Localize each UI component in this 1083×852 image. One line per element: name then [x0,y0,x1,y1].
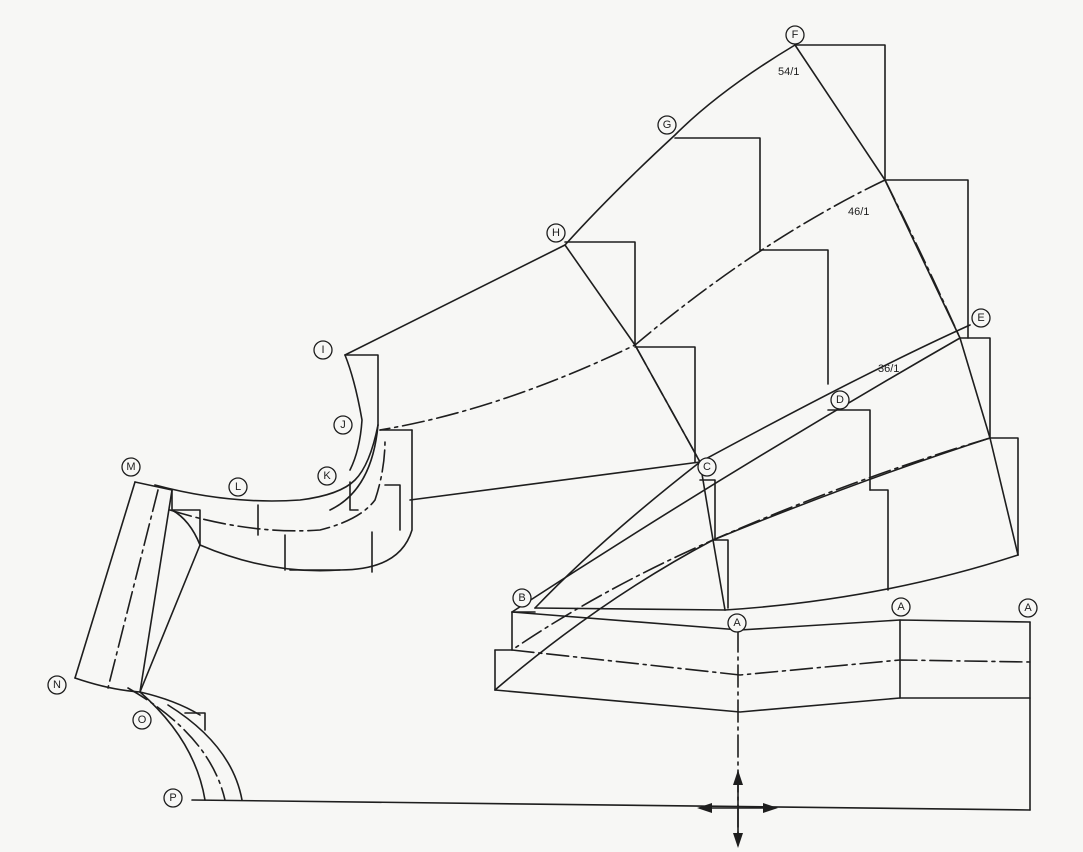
marker-l: L [228,477,248,497]
svg-text:C: C [703,461,711,473]
dash-f-e [884,179,961,339]
curve-o-p-dash [127,687,226,801]
line-h-i [344,244,566,356]
svg-text:O: O [138,714,147,726]
svg-text:A: A [897,601,905,613]
step-k [349,481,359,511]
line-c-b [534,461,701,609]
svg-text:G: G [663,119,672,131]
svg-text:H: H [552,227,560,239]
curve-m-k-dash [169,439,386,532]
line-e-c [699,324,971,463]
svg-text:A: A [733,617,741,629]
direction-arrows [697,770,778,848]
line-b-a [534,607,726,611]
marker-h: H [546,223,566,243]
line-d-lower [494,437,991,691]
point-markers: F G H E I D J C M K L B A A A N O P [47,25,1038,808]
size-annotations: 54/1 46/1 36/1 [778,66,899,375]
svg-text:J: J [340,419,346,431]
marker-o: O [132,710,152,730]
curve-j-k [329,424,379,511]
marker-k: K [317,466,337,486]
step-k2 [384,484,401,531]
panel-a-dash [511,649,1031,676]
curve-i-j [344,354,363,471]
marker-n: N [47,675,67,695]
strip-m-n-top [134,481,173,491]
marker-e: E [971,308,991,328]
line-f-e [794,44,961,339]
svg-text:N: N [53,679,61,691]
marker-f: F [785,25,805,45]
strip-upper-edge [139,489,201,693]
marker-a3: A [1018,598,1038,618]
marker-p: P [163,788,183,808]
marker-b: B [512,588,532,608]
line-e-lower [959,337,1019,556]
curve-m-k [154,424,379,502]
svg-text:K: K [323,470,331,482]
line-bottom-upper [724,554,1019,611]
strip-m-n-outer [74,481,136,679]
arrow-down-icon [733,833,743,848]
line-c-j [409,461,701,501]
arrow-left-icon [697,803,712,813]
dash-46 [379,179,886,431]
marker-d: D [830,390,850,410]
marker-i: I [313,340,333,360]
marker-a2: A [891,597,911,617]
curve-n-o [74,677,201,716]
svg-text:P: P [169,792,176,804]
annotation-36: 36/1 [878,363,899,375]
step-870 [869,489,889,591]
arrow-right-icon [763,803,778,813]
svg-text:F: F [792,29,799,41]
curve-o-p-inner [167,704,243,801]
annotation-46: 46/1 [848,206,869,218]
dash-h-c [634,344,701,463]
step-f [794,44,886,181]
outline-lines [74,44,1031,846]
step-990 [989,437,1019,556]
line-e-b [511,337,961,613]
step-c [699,479,716,541]
step-h [564,241,636,346]
svg-text:L: L [235,481,241,493]
line-h-c [564,244,701,463]
svg-text:M: M [126,461,135,473]
step-46 [884,179,969,339]
marker-m: M [121,457,141,477]
step-760 [759,249,829,385]
panel-a-bottom [494,689,1031,713]
curve-f-h [564,44,796,246]
annotation-54: 54/1 [778,66,799,78]
step-713 [712,539,729,609]
baseline [191,799,1031,811]
strip-m-n-dash [107,489,159,689]
marker-a1: A [727,613,747,633]
marker-c: C [697,457,717,477]
curve-j-k-outer [289,429,413,571]
svg-text:E: E [977,312,984,324]
marker-g: G [657,115,677,135]
strip-m-n-inner [139,489,173,693]
svg-text:A: A [1024,602,1032,614]
step-e [959,337,991,439]
svg-text:B: B [518,592,525,604]
step-635 [634,346,696,463]
step-d [827,409,871,491]
panel-a-top [511,611,1031,631]
box-o [184,712,206,731]
marker-j: J [333,415,353,435]
svg-text:D: D [836,394,844,406]
arrow-up-icon [733,770,743,785]
curve-m-k-lower [199,544,341,572]
step-g [674,137,761,251]
step-i [344,354,379,426]
grading-steps [171,44,1019,613]
step-m [171,509,201,546]
svg-text:I: I [321,344,324,356]
